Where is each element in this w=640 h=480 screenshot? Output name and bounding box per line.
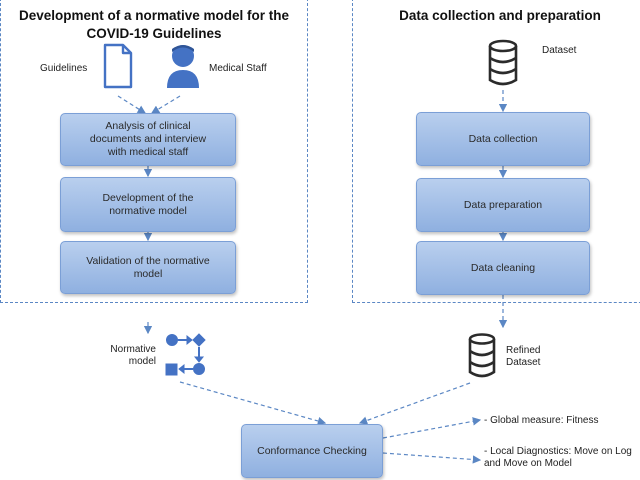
step-data-collection-box: Data collection xyxy=(416,112,590,166)
refined-dataset-line1: Refined xyxy=(506,345,541,356)
local-diagnostics-line1: - Local Diagnostics: Move on Log xyxy=(484,446,632,457)
global-measure-label: - Global measure: Fitness xyxy=(484,415,599,426)
step-validation-box: Validation of the normative model xyxy=(60,241,236,294)
data-collection-text: Data collection xyxy=(468,132,538,145)
conformance-checking-text: Conformance Checking xyxy=(257,444,367,457)
normative-model-line1: Normative xyxy=(110,344,156,355)
document-icon xyxy=(103,43,133,89)
arrow-guidelines-to-analysis xyxy=(117,95,147,114)
step-analysis-box: Analysis of clinical documents and inter… xyxy=(60,113,236,166)
left-panel xyxy=(0,0,308,303)
arrow-model-to-conformance xyxy=(179,381,327,426)
local-diagnostics-line2: and Move on Model xyxy=(484,458,572,469)
database-icon xyxy=(468,333,496,378)
analysis-line1: Analysis of clinical xyxy=(105,120,191,132)
data-preparation-text: Data preparation xyxy=(463,198,543,211)
left-panel-title: Development of a normative model for the… xyxy=(0,7,308,43)
right-panel xyxy=(352,0,640,303)
normative-model-line2: model xyxy=(128,356,156,367)
person-icon xyxy=(167,45,199,88)
medical-staff-label: Medical Staff xyxy=(209,63,267,74)
validation-line1: Validation of the normative xyxy=(86,254,210,267)
database-icon xyxy=(488,39,518,86)
data-cleaning-text: Data cleaning xyxy=(470,261,536,274)
refined-dataset-label: Refined Dataset xyxy=(506,345,540,369)
right-panel-title: Data collection and preparation xyxy=(360,7,640,25)
arrow-refined-to-conformance xyxy=(358,382,471,425)
analysis-line2: documents and interview xyxy=(89,133,207,145)
arrow-conformance-to-local xyxy=(382,452,482,464)
normative-model-label: Normative model xyxy=(108,344,156,368)
left-title-line2: COVID-19 Guidelines xyxy=(86,26,222,41)
step-data-preparation-box: Data preparation xyxy=(416,178,590,232)
arrow-staff-to-analysis xyxy=(150,95,181,114)
development-line1: Development of the xyxy=(102,191,194,204)
validation-line2: model xyxy=(133,267,163,280)
step-data-cleaning-box: Data cleaning xyxy=(416,241,590,295)
arrow-conformance-to-global xyxy=(382,417,482,439)
guidelines-label: Guidelines xyxy=(40,63,88,74)
left-title-line1: Development of a normative model for the xyxy=(18,8,290,23)
development-line2: normative model xyxy=(109,204,187,217)
process-model-icon xyxy=(165,333,206,376)
right-title-text: Data collection and preparation xyxy=(399,8,601,23)
local-diagnostics-label: - Local Diagnostics: Move on Log and Mov… xyxy=(484,446,640,470)
step-development-box: Development of the normative model xyxy=(60,177,236,232)
analysis-line3: with medical staff xyxy=(107,146,189,158)
refined-dataset-line2: Dataset xyxy=(506,357,541,368)
dataset-label: Dataset xyxy=(542,45,577,56)
conformance-checking-box: Conformance Checking xyxy=(241,424,383,478)
